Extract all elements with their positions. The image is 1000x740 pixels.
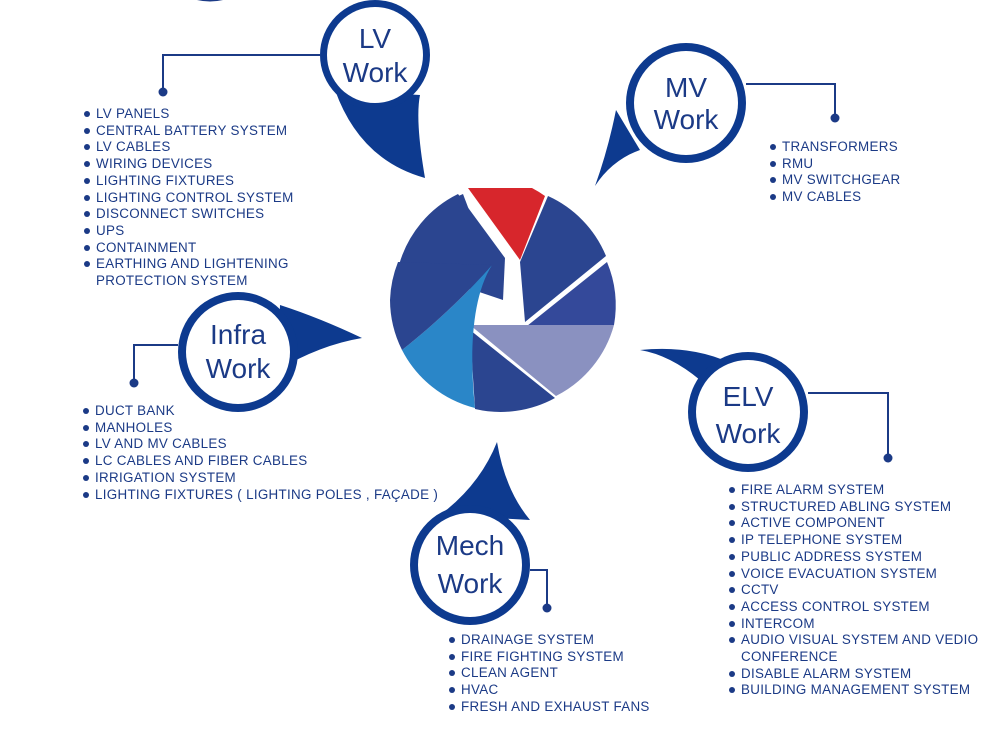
list-item: TRANSFORMERS [770,139,970,156]
list-item: UPS [84,223,364,240]
mv-pin-tail [595,110,640,186]
lv-pin-tail [335,90,425,178]
list-item: FRESH AND EXHAUST FANS [449,699,689,716]
elv-connector-dot [883,453,893,463]
aperture-blade-navy-3 [520,196,606,322]
list-item: FIRE ALARM SYSTEM [729,482,994,499]
list-item: CONTAINMENT [84,240,364,257]
list-item: IP TELEPHONE SYSTEM [729,532,994,549]
mech-pin: Mech Work [410,442,530,625]
aperture-blade-light-blue [402,265,492,408]
list-item: RMU [770,156,970,173]
list-item: MANHOLES [83,420,463,437]
lv-title-line2: Work [343,57,409,88]
elv-items-list: FIRE ALARM SYSTEM STRUCTURED ABLING SYST… [729,482,994,699]
list-item: LIGHTING FIXTURES [84,173,364,190]
infra-connector [133,344,178,383]
list-item: ACTIVE COMPONENT [729,515,994,532]
infra-pin-tail [278,305,362,370]
aperture-blade-lavender [470,325,614,396]
lv-connector-dot [158,87,168,97]
list-item: VOICE EVACUATION SYSTEM [729,566,994,583]
infra-pin: Infra Work [178,292,362,412]
mv-connector-dot [830,113,840,123]
elv-title-line1: ELV [723,381,774,412]
infra-connector-dot [129,378,139,388]
list-item: LC CABLES AND FIBER CABLES [83,453,463,470]
lv-items-list: LV PANELS CENTRAL BATTERY SYSTEM LV CABL… [84,106,364,290]
aperture-blade-navy-5 [470,330,555,412]
aperture-logo [390,187,616,413]
list-item: MV SWITCHGEAR [770,172,970,189]
list-item: DISABLE ALARM SYSTEM [729,666,994,683]
list-item: IRRIGATION SYSTEM [83,470,463,487]
list-item: WIRING DEVICES [84,156,364,173]
mech-title-line2: Work [438,568,504,599]
mv-pin: MV Work [595,43,746,186]
list-item: BUILDING MANAGEMENT SYSTEM [729,682,994,699]
list-item: MV CABLES [770,189,970,206]
list-item: FIRE FIGHTING SYSTEM [449,649,689,666]
mech-items-list: DRAINAGE SYSTEM FIRE FIGHTING SYSTEM CLE… [449,632,689,716]
aperture-blade-red [468,188,545,260]
list-item: LIGHTING FIXTURES ( LIGHTING POLES , FAÇ… [83,487,463,504]
lv-connector [162,54,320,92]
list-item: INTERCOM [729,616,994,633]
list-item: PUBLIC ADDRESS SYSTEM [729,549,994,566]
aperture-blade-navy-4 [522,262,616,330]
mv-title-line1: MV [665,72,707,103]
list-item: LV CABLES [84,139,364,156]
list-item: DISCONNECT SWITCHES [84,206,364,223]
list-item: DRAINAGE SYSTEM [449,632,689,649]
mech-title-line1: Mech [436,530,504,561]
mech-connector-dot [542,603,552,613]
list-item: DUCT BANK [83,403,463,420]
mech-connector [530,569,548,608]
elv-title-line2: Work [716,418,782,449]
list-item: CLEAN AGENT [449,665,689,682]
list-item: LV AND MV CABLES [83,436,463,453]
list-item: AUDIO VISUAL SYSTEM AND VEDIO CONFERENCE [729,632,996,665]
list-item: LIGHTING CONTROL SYSTEM [84,190,364,207]
mv-items-list: TRANSFORMERS RMU MV SWITCHGEAR MV CABLES [770,139,970,206]
list-item: ACCESS CONTROL SYSTEM [729,599,994,616]
lv-title-line1: LV [359,23,391,54]
mv-title-line2: Work [654,104,720,135]
infra-items-list: DUCT BANK MANHOLES LV AND MV CABLES LC C… [83,403,463,503]
aperture-blade-navy-6 [390,262,492,350]
mv-connector [746,83,836,118]
list-item: CCTV [729,582,994,599]
elv-connector [808,392,889,458]
mech-pin-tail [440,442,530,520]
list-item: LV PANELS [84,106,364,123]
infra-title-line1: Infra [210,319,266,350]
list-item: HVAC [449,682,689,699]
infra-title-line2: Work [206,353,272,384]
list-item: STRUCTURED ABLING SYSTEM [729,499,994,516]
elv-pin: ELV Work [640,348,808,472]
list-item: CENTRAL BATTERY SYSTEM [84,123,364,140]
lv-pin: LV Work [320,0,430,178]
list-item: EARTHING AND LIGHTENING PROTECTION SYSTE… [84,256,326,289]
